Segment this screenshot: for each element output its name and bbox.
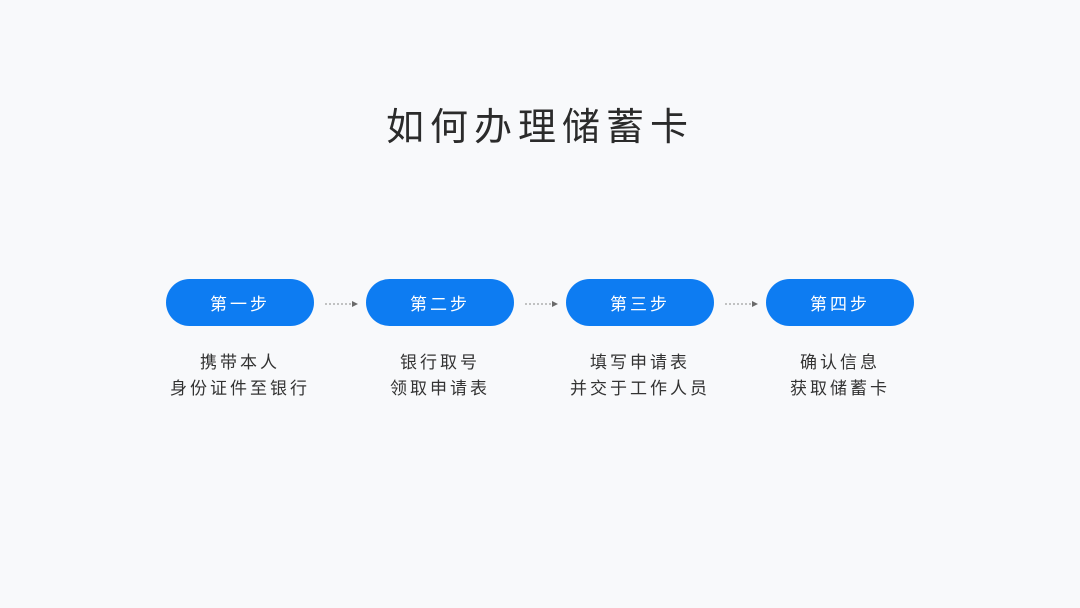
step-3-description: 填写申请表 并交于工作人员 <box>526 350 754 402</box>
step-3-line-1: 填写申请表 <box>590 353 690 373</box>
step-4: 第四步 确认信息 获取储蓄卡 <box>766 279 914 399</box>
step-2-line-1: 银行取号 <box>400 353 480 373</box>
step-1-line-2: 身份证件至银行 <box>170 379 310 399</box>
step-4-label: 第四步 <box>766 279 914 326</box>
arrow-right-icon <box>725 301 758 307</box>
arrow-right-icon <box>325 301 358 307</box>
step-2: 第二步 银行取号 领取申请表 <box>366 279 514 399</box>
step-2-description: 银行取号 领取申请表 <box>326 350 554 402</box>
step-1-description: 携带本人 身份证件至银行 <box>126 350 354 402</box>
process-flow: 第一步 携带本人 身份证件至银行 第二步 银行取号 领取申请表 第三步 填写申请… <box>0 279 1080 419</box>
step-3-line-2: 并交于工作人员 <box>570 379 710 399</box>
step-2-line-2: 领取申请表 <box>390 379 490 399</box>
step-4-line-1: 确认信息 <box>800 353 880 373</box>
arrow-right-icon <box>525 301 558 307</box>
page-title: 如何办理储蓄卡 <box>385 105 694 149</box>
step-1-line-1: 携带本人 <box>200 353 280 373</box>
step-4-description: 确认信息 获取储蓄卡 <box>726 350 954 402</box>
step-2-label: 第二步 <box>366 279 514 326</box>
step-4-line-2: 获取储蓄卡 <box>790 379 890 399</box>
step-3: 第三步 填写申请表 并交于工作人员 <box>566 279 714 399</box>
step-1-label: 第一步 <box>166 279 314 326</box>
step-1: 第一步 携带本人 身份证件至银行 <box>166 279 314 399</box>
step-3-label: 第三步 <box>566 279 714 326</box>
